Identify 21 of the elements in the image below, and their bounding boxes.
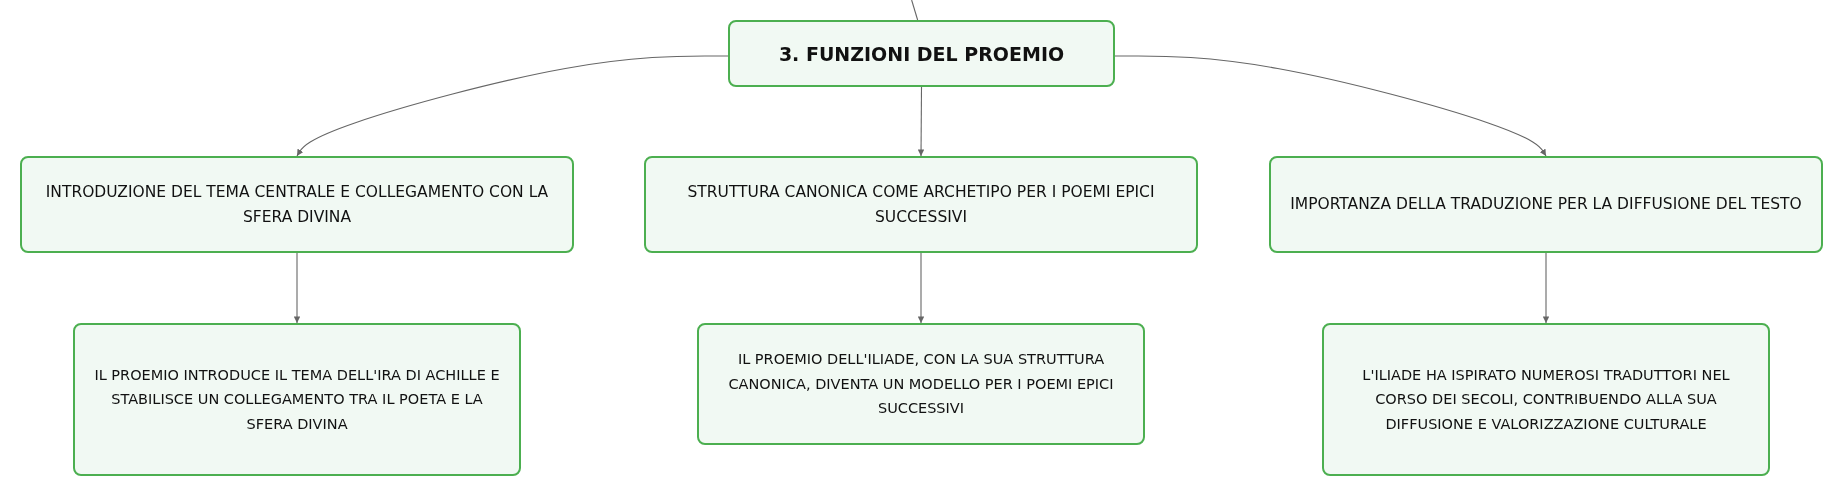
connector-line <box>296 55 729 157</box>
topic-box <box>644 156 1198 253</box>
topic-text: STRUTTURA CANONICA COME ARCHETIPO PER I POEMI EPICI SUCCESSIVI <box>686 181 1156 228</box>
connector-line <box>917 252 925 324</box>
topic-text: L'ILIADE HA ISPIRATO NUMEROSI TRADUTTORI NEL CORSO DEI SECOLI, CONTRIBUENDO ALLA SUA DIFFUSIONE E VALORIZZAZIONE CULTURALE <box>1361 365 1731 434</box>
topic-box <box>728 20 1115 87</box>
topic-box <box>1322 323 1770 476</box>
connector-line <box>911 0 919 21</box>
connector-line <box>1114 55 1547 157</box>
topic-text: IL PROEMIO INTRODUCE IL TEMA DELL'IRA DI ACHILLE E STABILISCE UN COLLEGAMENTO TRA IL POETA E LA SFERA DIVINA <box>93 365 501 434</box>
connector-line <box>1542 252 1550 324</box>
topic-box <box>1269 156 1823 253</box>
topic-text: IMPORTANZA DELLA TRADUZIONE PER LA DIFFUSIONE DEL TESTO <box>1290 194 1802 216</box>
topic-box <box>73 323 521 476</box>
topic-box <box>20 156 574 253</box>
topic-text: INTRODUZIONE DEL TEMA CENTRALE E COLLEGAMENTO CON LA SFERA DIVINA <box>44 181 550 228</box>
connector-line <box>917 86 925 157</box>
connector-line <box>293 252 301 324</box>
topic-text: IL PROEMIO DELL'ILIADE, CON LA SUA STRUTTURA CANONICA, DIVENTA UN MODELLO PER I POEMI EPICI SUCCESSIVI <box>727 350 1115 419</box>
topic-box <box>697 323 1145 445</box>
topic-text: 3. FUNZIONI DEL PROEMIO <box>778 42 1065 65</box>
